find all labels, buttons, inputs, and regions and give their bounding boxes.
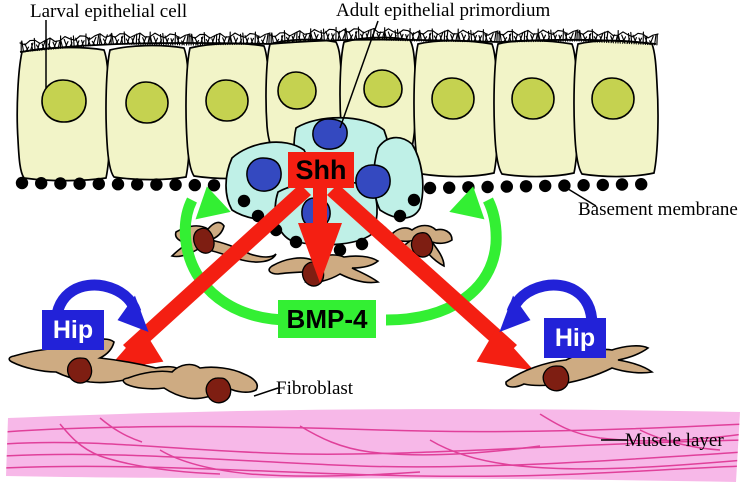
larval-cell-nucleus bbox=[41, 79, 87, 123]
node-hip-right-label: Hip bbox=[554, 323, 596, 352]
leader-adult-primordium bbox=[339, 20, 379, 129]
shh-arrow-down-icon bbox=[298, 180, 342, 283]
cilia-icon bbox=[19, 26, 659, 53]
fibroblast-nucleus bbox=[542, 365, 570, 392]
hip-arc-left-icon bbox=[50, 279, 149, 332]
primordium-nucleus bbox=[312, 118, 348, 150]
leader-fibroblast bbox=[253, 387, 279, 397]
node-shh[interactable]: Shh bbox=[288, 152, 354, 188]
larval-cell-nucleus bbox=[511, 77, 555, 120]
label-adult-epithelial-primordium: Adult epithelial primordium bbox=[336, 0, 551, 21]
larval-epithelial-cell bbox=[16, 46, 111, 182]
larval-cell-nucleus bbox=[125, 81, 169, 124]
shh-arrow-down-right-icon bbox=[327, 184, 534, 371]
node-hip-left[interactable]: Hip bbox=[42, 310, 104, 350]
fibroblast-nucleus bbox=[66, 357, 93, 384]
fibroblast-nucleus bbox=[410, 232, 434, 258]
label-fibroblast: Fibroblast bbox=[276, 378, 354, 399]
larval-cell-nucleus bbox=[591, 77, 635, 120]
larval-epithelial-cell bbox=[413, 39, 499, 178]
leader-lines bbox=[45, 20, 628, 441]
bmp-arc-left-icon bbox=[179, 186, 291, 326]
fibroblast-nucleus bbox=[205, 377, 232, 404]
fibroblast-nucleus bbox=[193, 227, 215, 254]
label-basement-membrane: Basement membrane bbox=[578, 199, 738, 220]
leader-basement-membrane bbox=[559, 183, 597, 207]
node-hip-left-label: Hip bbox=[52, 315, 94, 344]
larval-epithelial-cell bbox=[573, 39, 659, 178]
primordium-nucleus bbox=[246, 157, 282, 192]
node-hip-right[interactable]: Hip bbox=[544, 318, 606, 358]
label-muscle-layer: Muscle layer bbox=[625, 430, 724, 451]
node-shh-label: Shh bbox=[295, 154, 347, 185]
node-bmp4-label: BMP-4 bbox=[286, 304, 368, 334]
node-bmp4[interactable]: BMP-4 bbox=[278, 300, 376, 338]
larval-cell-nucleus bbox=[431, 77, 475, 120]
label-larval-epithelial-cell: Larval epithelial cell bbox=[30, 1, 188, 22]
larval-cell-nucleus bbox=[277, 71, 317, 110]
muscle-layer bbox=[6, 409, 740, 482]
larval-epithelial-cell bbox=[105, 44, 191, 181]
hip-arc-right-icon bbox=[499, 279, 598, 332]
larval-cell-nucleus bbox=[205, 79, 249, 122]
larval-epithelial-cell bbox=[493, 39, 579, 178]
bmp-arc-right-icon bbox=[385, 186, 502, 326]
primordium-nucleus bbox=[355, 164, 391, 199]
fibroblast-group-lower bbox=[8, 338, 654, 404]
larval-cell-nucleus bbox=[363, 69, 403, 108]
